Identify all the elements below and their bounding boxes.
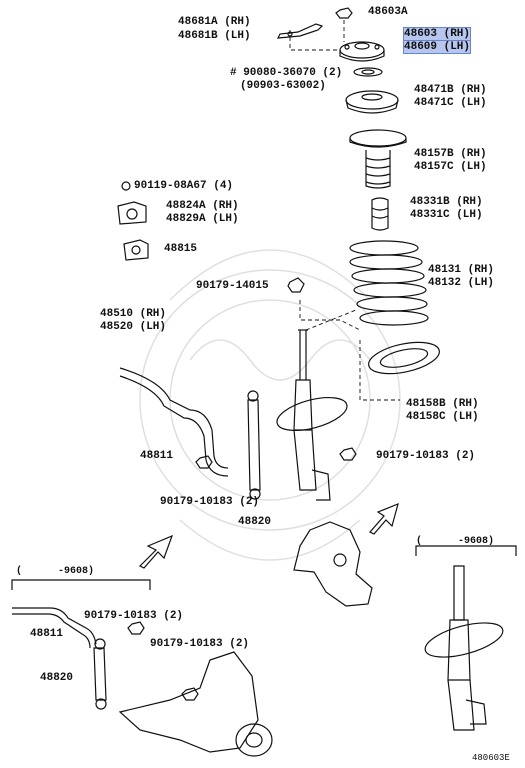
label-48603a: 48603A: [368, 6, 408, 18]
front-stabilizer-link[interactable]: [247, 390, 261, 500]
label-48331b: 48331B (RH): [410, 196, 483, 208]
label-90179-10183-d: 90179-10183 (2): [150, 638, 250, 650]
assembly-guide-lines: [289, 20, 400, 401]
label-48158c: 48158C (LH): [406, 411, 479, 423]
label-48811: 48811: [140, 450, 174, 462]
label-48824: 48824A (RH): [166, 200, 239, 212]
label-90903: (90903-63002): [240, 80, 326, 92]
rear-knuckle-hub[interactable]: [118, 651, 273, 757]
label-48681a: 48681A (RH): [178, 16, 251, 28]
label-48820-rear: 48820: [40, 672, 74, 684]
stabilizer-bushing-bracket[interactable]: [117, 201, 147, 225]
dust-boot[interactable]: [349, 129, 407, 189]
direction-arrows: [138, 502, 399, 569]
label-48158b: 48158B (RH): [406, 398, 479, 410]
label-48603[interactable]: 48603 (RH): [402, 27, 472, 41]
bolt-90119[interactable]: [121, 181, 131, 191]
label-48331c: 48331C (LH): [410, 209, 483, 221]
label-right-range: ( -9608): [416, 536, 495, 547]
footer-reference: 480603E: [472, 753, 510, 763]
label-48471b: 48471B (RH): [414, 84, 487, 96]
upper-mount-bracket[interactable]: [276, 23, 324, 39]
label-48811-rear: 48811: [30, 628, 64, 640]
label-48471c: 48471C (LH): [414, 97, 487, 109]
top-range-line: [11, 579, 151, 590]
label-48131: 48131 (RH): [428, 264, 495, 276]
nut-48603a[interactable]: [335, 7, 353, 19]
front-stabilizer-bar[interactable]: [119, 367, 229, 477]
coil-spring[interactable]: [349, 240, 429, 326]
nut-90179-14015[interactable]: [287, 277, 305, 293]
front-shock-absorber[interactable]: [274, 329, 351, 501]
nut-90179-10183-front[interactable]: [195, 447, 357, 469]
label-90119: 90119-08A67 (4): [134, 180, 234, 192]
label-48609[interactable]: 48609 (LH): [402, 40, 472, 54]
label-top-range: ( -9608): [16, 566, 95, 577]
label-48829: 48829A (LH): [166, 213, 239, 225]
label-90179-10183-c: 90179-10183 (2): [84, 610, 184, 622]
rear-stabilizer-bar[interactable]: [12, 607, 97, 649]
lower-spring-insulator[interactable]: [366, 337, 442, 379]
label-90179-10183-b: 90179-10183 (2): [160, 496, 260, 508]
label-48820: 48820: [238, 516, 272, 528]
label-48681b: 48681B (LH): [178, 30, 251, 42]
bearing-90080[interactable]: [353, 67, 383, 77]
label-48520: 48520 (LH): [100, 321, 167, 333]
right-range-line: [415, 545, 517, 556]
label-90179-14015: 90179-14015: [196, 280, 269, 292]
bump-stopper[interactable]: [371, 197, 389, 231]
label-90080: # 90080-36070 (2): [230, 67, 343, 79]
suspension-support[interactable]: [339, 41, 385, 62]
rear-shock-absorber[interactable]: [422, 565, 507, 731]
label-48157c: 48157C (LH): [414, 161, 487, 173]
upper-spring-seat[interactable]: [345, 90, 399, 114]
label-48510: 48510 (RH): [100, 308, 167, 320]
steering-knuckle[interactable]: [293, 521, 373, 607]
rear-stabilizer-link[interactable]: [93, 638, 107, 710]
label-48815: 48815: [164, 243, 198, 255]
label-48157b: 48157B (RH): [414, 148, 487, 160]
stabilizer-bushing[interactable]: [123, 239, 149, 261]
nut-90179-10183-rear[interactable]: [127, 621, 199, 701]
label-90179-10183-a: 90179-10183 (2): [376, 450, 476, 462]
label-48132: 48132 (LH): [428, 277, 495, 289]
